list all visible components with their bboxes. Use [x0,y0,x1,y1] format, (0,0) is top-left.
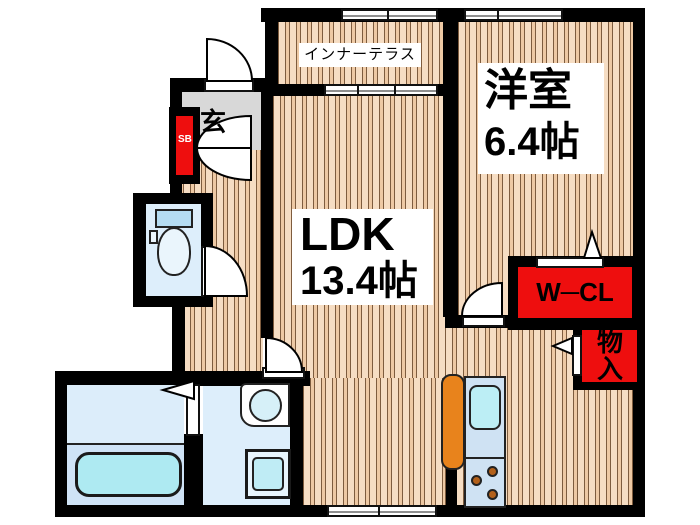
ldk-label: LDK 13.4帖 [292,209,433,305]
stove-burner-2 [487,466,498,477]
shoebox-fill [176,116,193,175]
entrance-door-swing [206,37,254,82]
wall-ldk-western-divider [443,8,458,317]
window-ldk-bottom [327,505,437,517]
wall-terrace-west [265,8,278,96]
wcl-label: W─CL [536,277,614,307]
wall-bath-west [55,373,67,517]
inner-terrace-label: インナーテラス [299,43,421,67]
wall-washroom-east [290,378,303,510]
toilet-flush-handle [149,230,158,244]
kitchen-sink [469,385,501,430]
bathroom-floor-upper [67,385,184,443]
stove-burner-1 [471,475,482,486]
stove-burner-3 [487,489,498,500]
wall-kitchen-stub [446,468,457,507]
vanity-basin [249,389,282,422]
genkan-double-door-lower [195,147,252,182]
western-room-area: 6.4帖 [484,120,580,164]
window-terrace-ldk [324,84,438,96]
kitchen-divider-line [465,457,505,459]
wall-below-toilet [172,295,185,378]
toilet-door-swing [204,244,249,297]
western-room-label: 洋室 6.4帖 [478,63,604,174]
bathroom-folding-door-icon [159,379,195,401]
wall-bath-washroom-divider [184,434,203,505]
washroom-door-swing [265,336,304,373]
window-terrace-top [341,9,438,21]
western-room-door-swing [460,281,503,317]
genkan-label: 玄 [200,107,227,137]
ldk-floor-south [303,378,445,505]
wcl-fill [518,267,632,318]
washing-machine-inner [252,457,284,491]
wcl-door-track [536,257,604,268]
ldk-name: LDK [300,208,395,260]
window-western-top [464,9,563,21]
shoebox-label: SB [178,134,192,145]
toilet-bowl [157,227,191,276]
western-room-name: 洋室 [484,66,572,115]
bathtub [75,452,182,497]
wall-bath-top [55,371,310,386]
storage-label: 物入 [596,327,623,384]
wcl-folding-door-icon [582,228,603,259]
storage-fill [582,330,637,382]
wall-genkan-top-right [250,78,275,92]
ldk-area: 13.4帖 [300,259,418,303]
storage-door-icon [550,336,573,356]
wall-hallway-east [261,92,273,338]
